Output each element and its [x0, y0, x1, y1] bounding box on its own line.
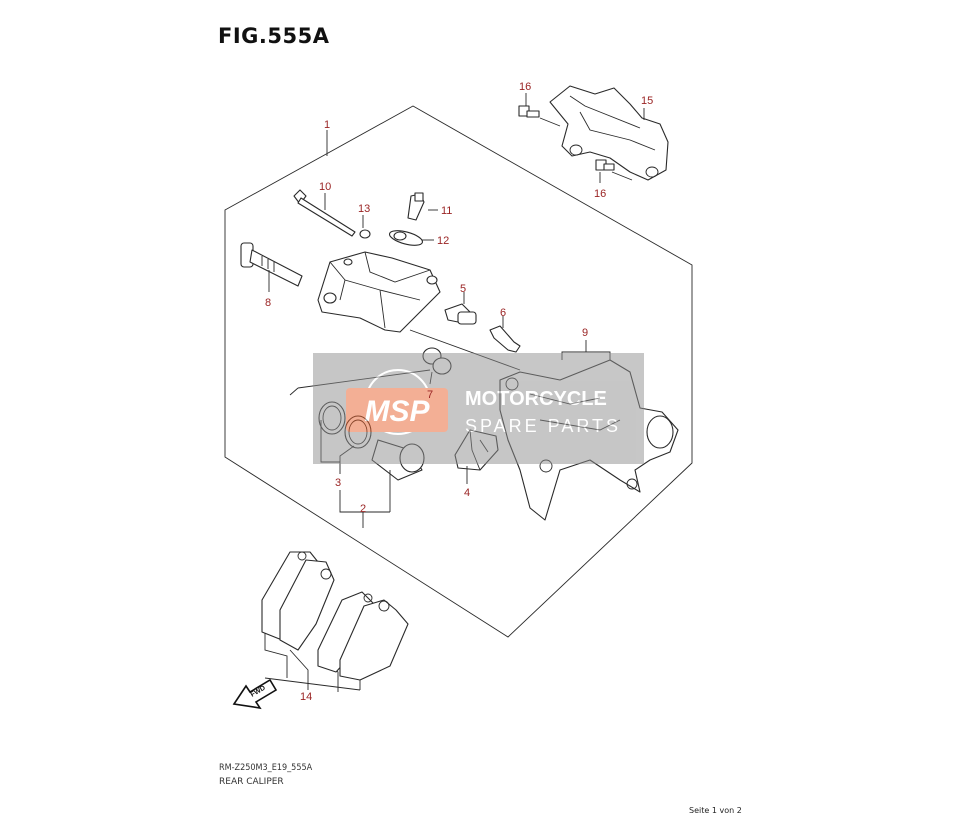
callout-4: 4	[464, 487, 470, 499]
bleeder-cap-12	[388, 230, 424, 246]
callout-15: 15	[641, 95, 653, 107]
bolt-16b	[595, 159, 615, 171]
callout-16b: 16	[594, 188, 606, 200]
diagram-code: RM-Z250M3_E19_555A	[219, 763, 313, 773]
figure-title: FIG.555A	[218, 24, 330, 48]
callout-2: 2	[360, 503, 366, 515]
caliper-body	[317, 251, 441, 333]
callout-10: 10	[319, 181, 331, 193]
assembly-outline	[224, 105, 693, 638]
fwd-arrow-icon: FWD	[232, 678, 278, 710]
o-ring-13	[359, 229, 371, 239]
callout-5: 5	[460, 283, 466, 295]
mounting-bracket-15	[549, 85, 669, 181]
bolt-16a	[518, 105, 540, 118]
brake-pads-14	[261, 551, 409, 681]
page-info: Seite 1 von 2	[689, 806, 742, 815]
callout-9: 9	[582, 327, 588, 339]
watermark: MSP MOTORCYCLE SPARE PARTS	[313, 353, 644, 464]
callout-3: 3	[335, 477, 341, 489]
callout-7: 7	[427, 389, 433, 401]
callout-14: 14	[300, 691, 312, 703]
watermark-logo-box	[346, 388, 448, 432]
boot-6	[489, 325, 521, 353]
callout-13: 13	[358, 203, 370, 215]
watermark-line2: SPARE PARTS	[465, 416, 621, 436]
watermark-logo-text: MSP	[364, 395, 430, 428]
callout-labels: 1 2 3 4 5 6 7 8 9 10 11 12 13 14 15 16 1…	[265, 81, 653, 703]
callout-1: 1	[324, 119, 330, 131]
pin-bolt-5	[444, 303, 477, 325]
callout-6: 6	[500, 307, 506, 319]
slide-pin-8	[240, 242, 303, 287]
diagram-caption: REAR CALIPER	[219, 777, 284, 787]
watermark-line1: MOTORCYCLE	[465, 388, 607, 410]
callout-8: 8	[265, 297, 271, 309]
bleeder-valve-11	[407, 192, 425, 221]
callout-12: 12	[437, 235, 449, 247]
callout-16a: 16	[519, 81, 531, 93]
callout-11: 11	[441, 205, 452, 217]
slide-pin-10	[293, 189, 356, 237]
